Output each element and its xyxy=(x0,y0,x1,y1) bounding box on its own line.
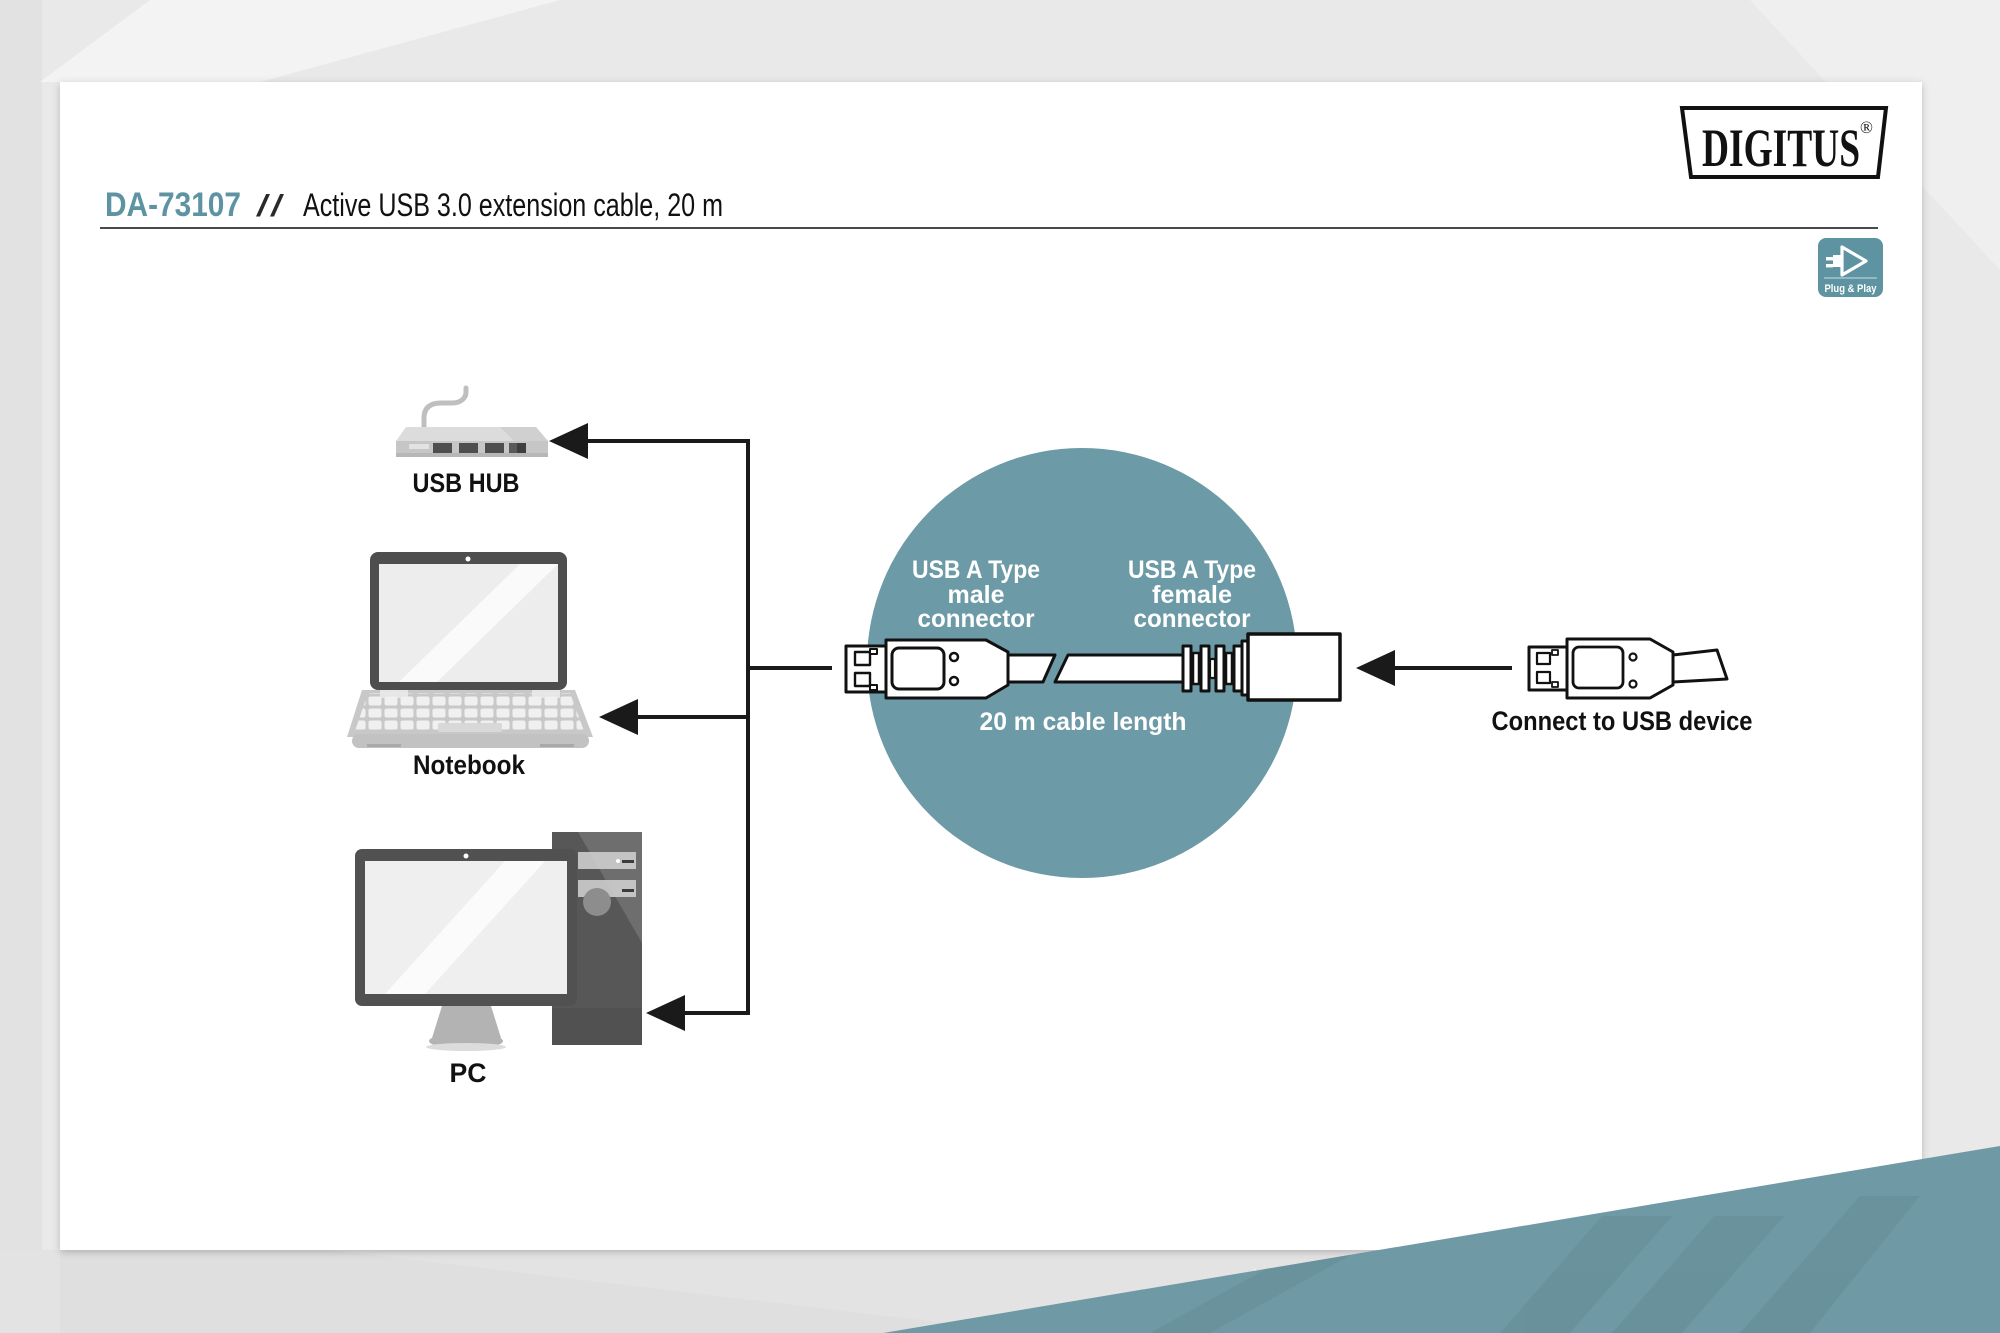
plug-and-play-badge: Plug & Play xyxy=(1818,238,1883,297)
cable-segments xyxy=(1006,653,1185,684)
cable-length-label: 20 m cable length xyxy=(980,708,1187,736)
brand-name: DIGITUS xyxy=(1702,118,1860,178)
notebook-label: Notebook xyxy=(413,750,526,780)
usb-extension-cable-illustration xyxy=(844,632,1342,702)
arrow-to-hub-icon xyxy=(549,423,588,459)
arrow-to-notebook-icon xyxy=(599,699,638,735)
page-title: DA-73107 // Active USB 3.0 extension cab… xyxy=(100,186,1878,229)
usb-a-female-connector-icon xyxy=(1246,632,1342,702)
usb-hub-icon xyxy=(396,385,548,457)
background-shape xyxy=(40,0,560,82)
usb-device-plug-icon xyxy=(1527,637,1729,700)
female-connector-label-line3: connector xyxy=(1134,605,1251,633)
arrow-to-pc-icon xyxy=(646,995,685,1031)
arrow-to-cable-icon xyxy=(1356,650,1395,686)
usb-a-male-connector-icon xyxy=(844,638,1010,700)
connect-to-usb-device-label: Connect to USB device xyxy=(1492,706,1753,736)
connection-lines xyxy=(586,439,1512,1015)
title-separator: // xyxy=(256,188,285,223)
circle-labels: USB A Type male connector USB A Type fem… xyxy=(912,556,1256,736)
plug-play-label: Plug & Play xyxy=(1825,283,1878,295)
registered-mark: ® xyxy=(1860,118,1873,137)
notebook-icon xyxy=(347,552,593,748)
female-connector-label-line1: USB A Type xyxy=(1128,556,1256,584)
logo-frame xyxy=(1679,106,1889,179)
female-connector-label-line2: female xyxy=(1152,581,1232,609)
digitus-logo: DIGITUS ® xyxy=(1679,106,1889,179)
connection-arrowheads xyxy=(549,423,1395,1031)
hub-cable xyxy=(421,385,469,432)
corner-wedge xyxy=(883,1146,2000,1333)
male-connector-label-line1: USB A Type xyxy=(912,556,1040,584)
background-shape xyxy=(0,0,42,1333)
male-connector-label-line2: male xyxy=(948,581,1005,609)
plug-play-icon xyxy=(1826,245,1868,277)
product-code: DA-73107 xyxy=(105,186,241,224)
background-shape xyxy=(60,1250,1030,1333)
male-connector-label-line3: connector xyxy=(918,605,1035,633)
usb-hub-label: USB HUB xyxy=(413,468,520,498)
pc-label: PC xyxy=(450,1058,487,1088)
pc-icon xyxy=(355,832,642,1051)
product-title: Active USB 3.0 extension cable, 20 m xyxy=(303,187,723,223)
